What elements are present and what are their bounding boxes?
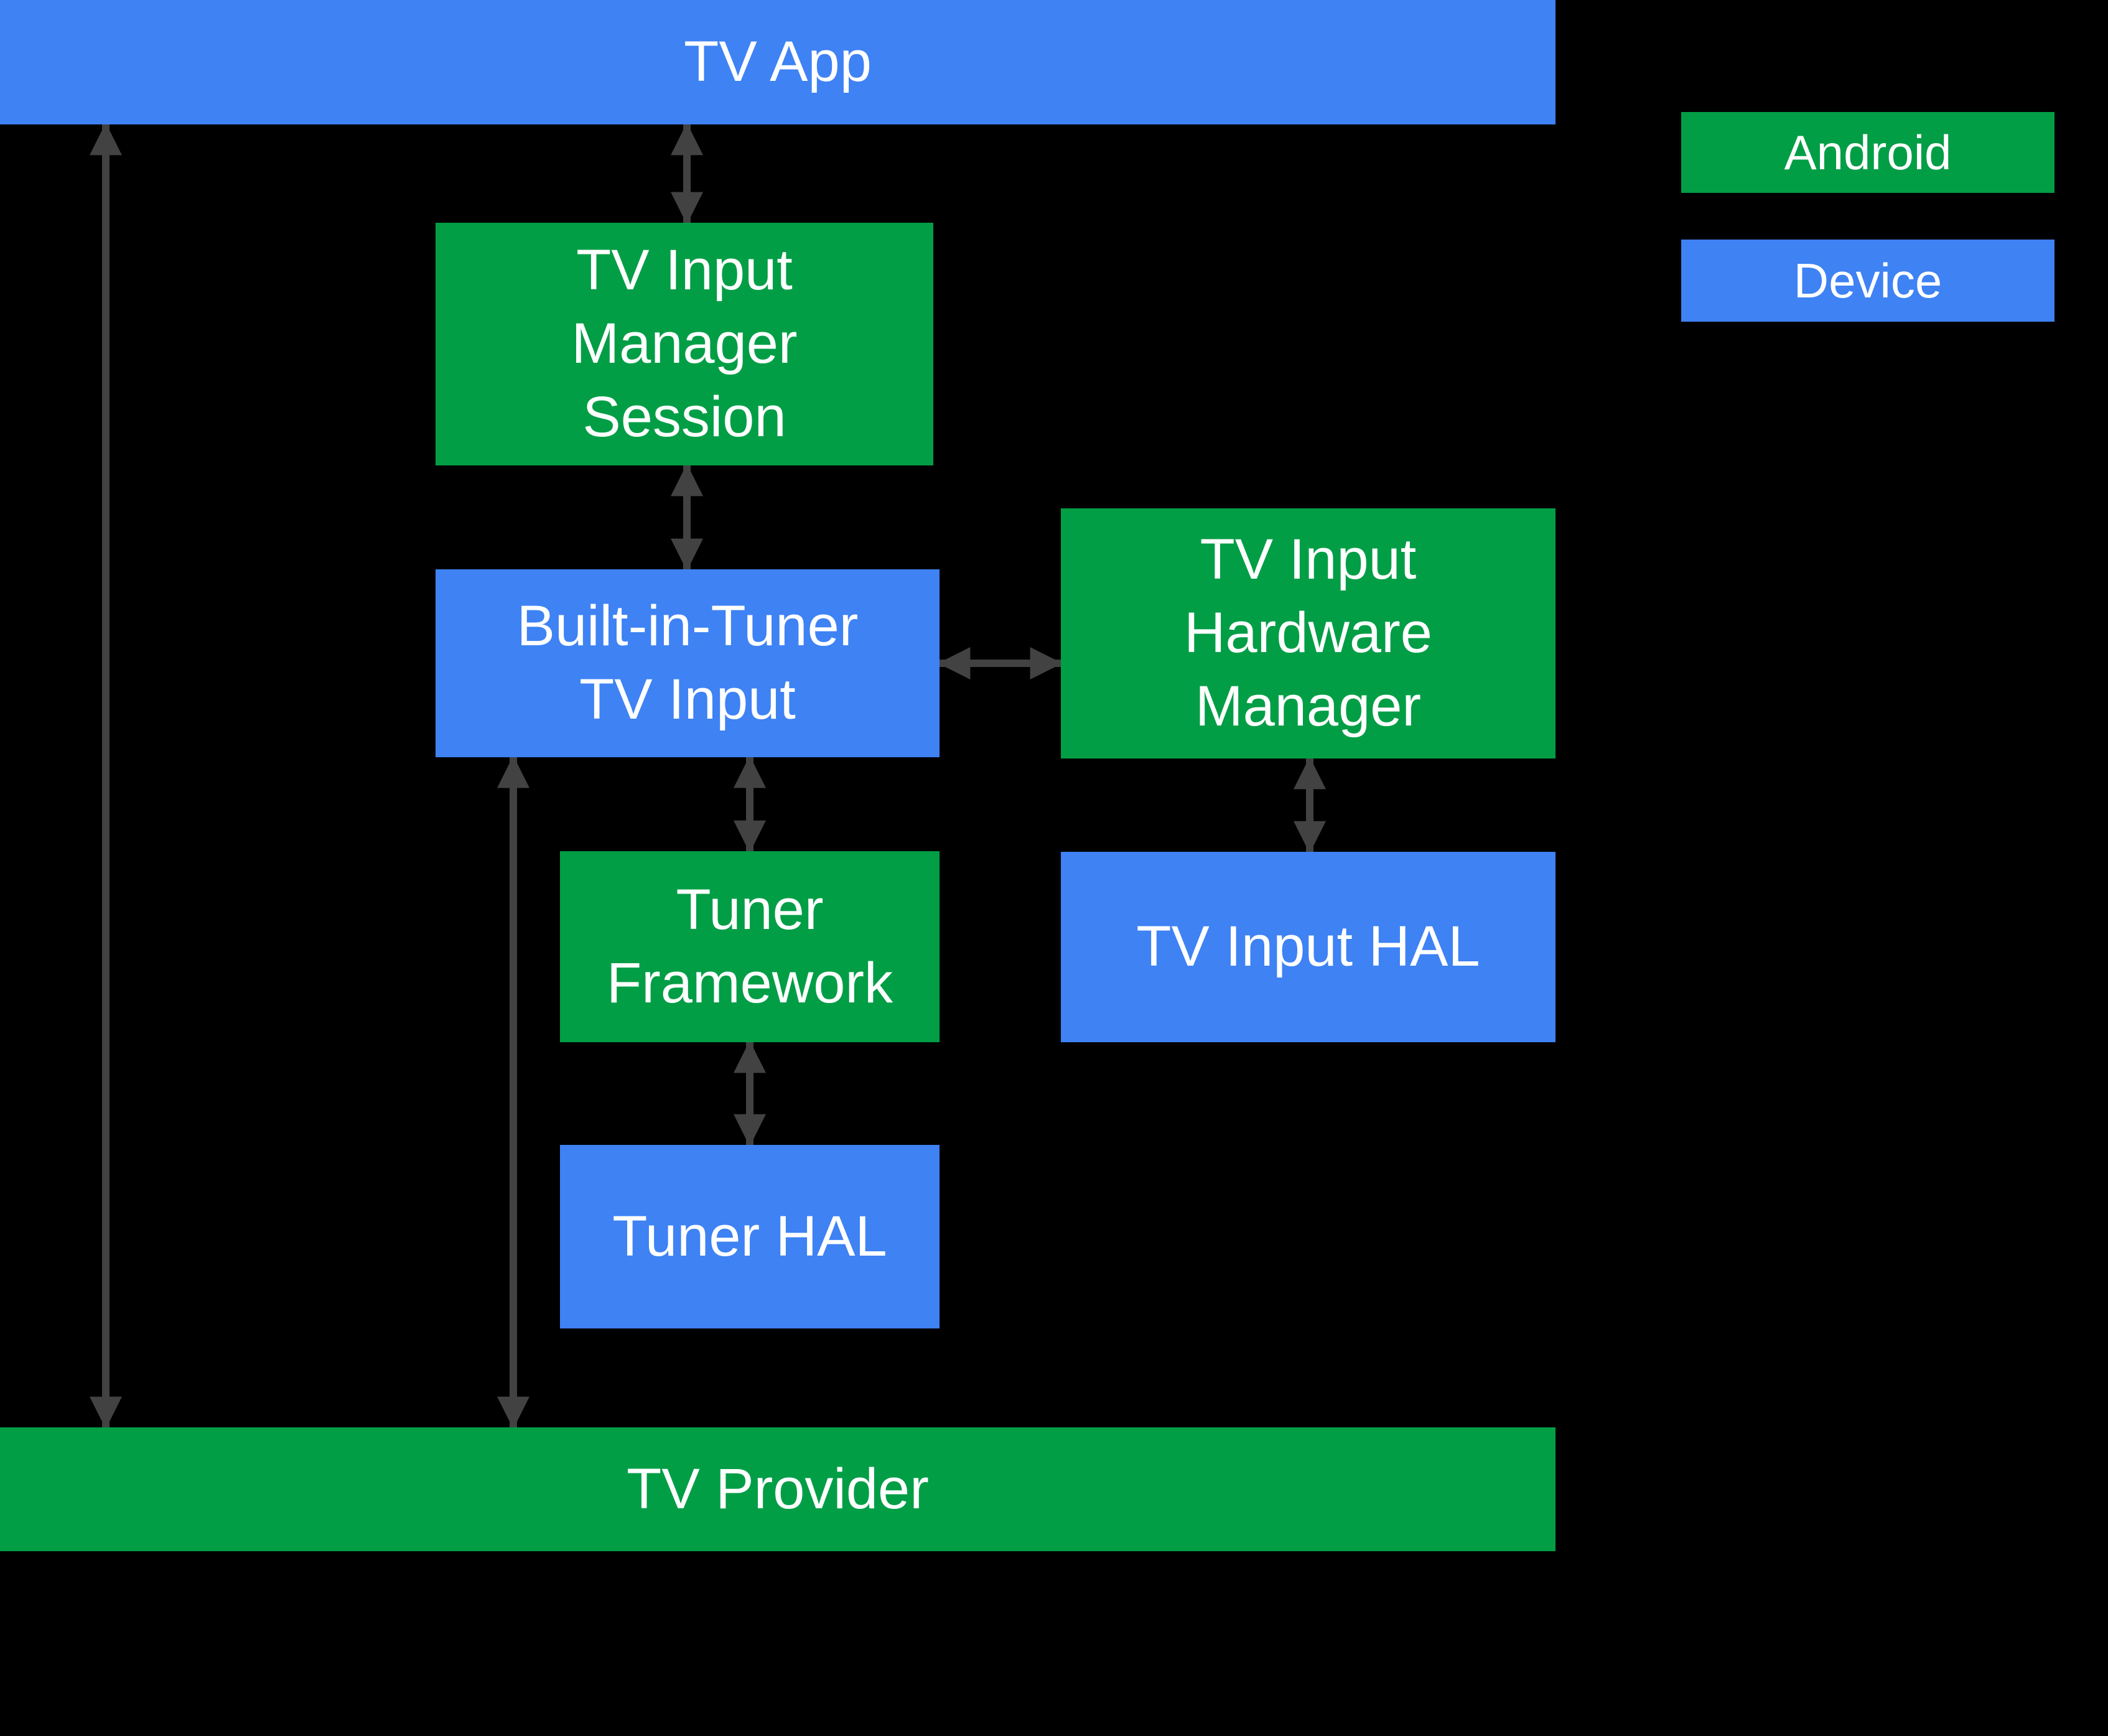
box-tv-provider-label: TV Provider [627,1457,929,1521]
box-tv-input-hal: TV Input HAL [1061,852,1555,1042]
box-tuner-framework: Tuner Framework [560,851,940,1042]
box-tv-input-hardware-manager: TV Input Hardware Manager [1061,508,1555,758]
box-tv-app: TV App [0,0,1555,124]
box-tv-app-label: TV App [684,30,872,94]
box-tuner-framework-label: Tuner Framework [606,877,893,1015]
box-tv-provider: TV Provider [0,1427,1555,1551]
box-tuner-hal-label: Tuner HAL [612,1204,887,1268]
box-tuner-hal: Tuner HAL [560,1145,940,1328]
box-tv-input-hal-label: TV Input HAL [1136,915,1480,979]
box-built-in-tuner-tv-input: Built-in-Tuner TV Input [436,569,940,757]
legend-android: Android [1681,112,2054,193]
box-built-in-tuner-tv-input-label: Built-in-Tuner TV Input [516,594,859,731]
legend-device: Device [1681,240,2054,322]
box-tv-input-manager-session-label: TV Input Manager Session [571,238,798,449]
box-tv-input-hardware-manager-label: TV Input Hardware Manager [1184,528,1432,738]
box-tv-input-manager-session: TV Input Manager Session [436,223,933,465]
legend-device-label: Device [1793,253,1942,308]
legend-android-label: Android [1784,124,1952,180]
